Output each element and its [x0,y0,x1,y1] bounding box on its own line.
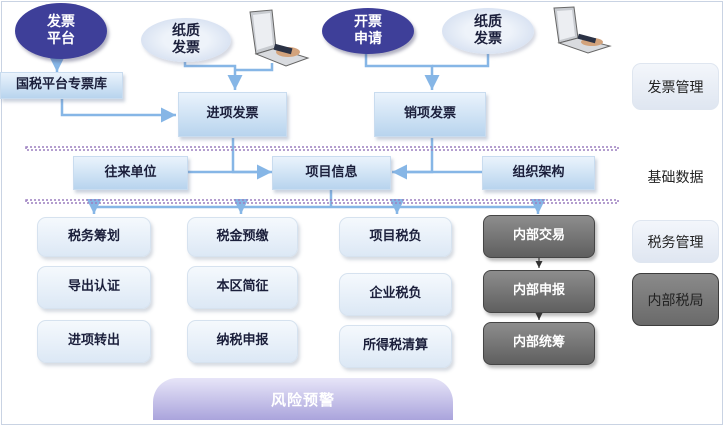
enterprise-tax-burden-node: 企业税负 [339,273,452,316]
tax-planning-node: 税务筹划 [37,217,151,257]
input-transfer-out-node: 进项转出 [37,320,151,363]
internal-coordination-node: 内部统筹 [483,322,595,365]
input-invoice-node: 进项发票 [178,92,287,137]
category-invoice-management: 发票管理 [632,63,719,110]
internal-transaction-node: 内部交易 [483,215,595,258]
issue-request-node: 开票 申请 [322,8,414,54]
counterparty-node: 往来单位 [73,156,188,190]
laptop-icon [553,6,612,54]
invoice-platform-node: 发票 平台 [15,3,107,59]
export-certification-node: 导出认证 [37,266,151,309]
tax-filing-node: 纳税申报 [187,320,298,363]
tax-platform-invoice-db: 国税平台专票库 [0,72,123,99]
tax-prepayment-node: 税金预缴 [187,217,298,257]
project-info-node: 项目信息 [272,156,391,190]
org-structure-node: 组织架构 [482,156,595,190]
project-tax-burden-node: 项目税负 [339,217,452,257]
income-tax-settlement-node: 所得税清算 [339,325,452,368]
output-invoice-node: 销项发票 [374,92,486,137]
risk-warning-banner: 风险预警 [153,378,453,420]
category-tax-management: 税务管理 [632,220,719,263]
category-basic-data: 基础数据 [647,170,704,186]
laptop-icon [249,9,310,67]
category-internal-tax-bureau: 内部税局 [632,273,719,326]
paper-invoice-node-right: 纸质 发票 [442,8,534,54]
paper-invoice-node-left: 纸质 发票 [141,18,231,62]
internal-filing-node: 内部申报 [483,270,595,313]
local-simplified-levy-node: 本区简征 [187,266,298,309]
